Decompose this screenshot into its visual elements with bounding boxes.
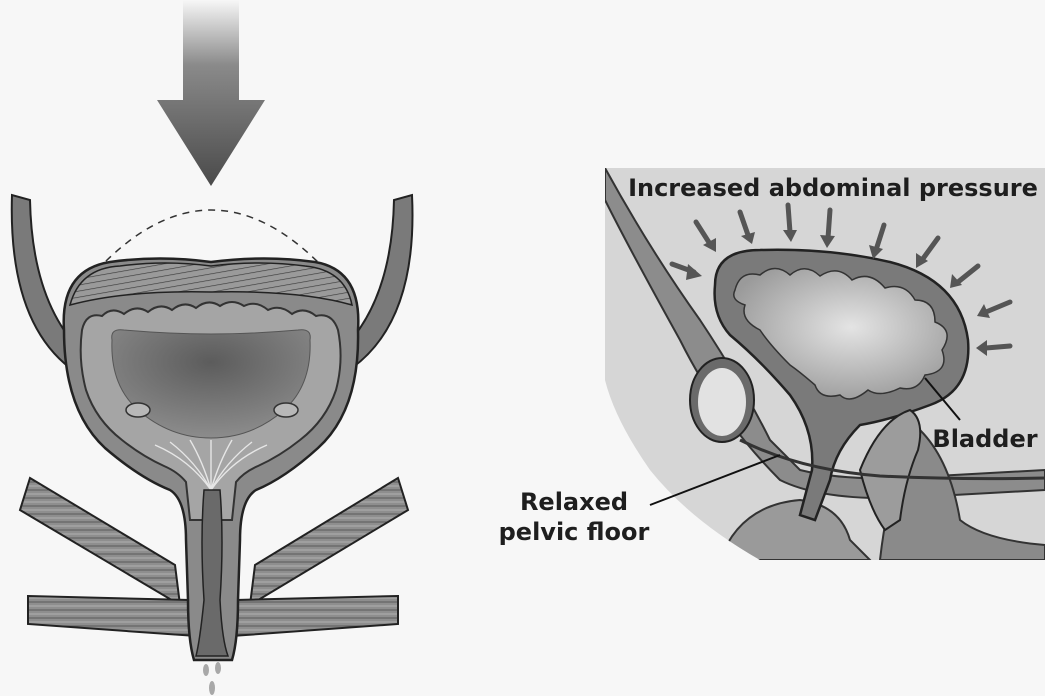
downward-pressure-arrow bbox=[157, 0, 265, 186]
right-ureteral-orifice bbox=[274, 403, 298, 417]
pubic-bone-inner bbox=[698, 368, 746, 436]
relaxed-label: Relaxed bbox=[520, 488, 628, 516]
left-upper-pelvic-muscle bbox=[20, 478, 180, 605]
bladder-label: Bladder bbox=[932, 425, 1037, 453]
right-upper-pelvic-muscle bbox=[250, 478, 408, 605]
pelvic-floor-label: pelvic floor bbox=[499, 518, 650, 546]
left-ureteral-orifice bbox=[126, 403, 150, 417]
sagittal-pelvis-diagram bbox=[600, 160, 1045, 570]
right-lower-pelvic-muscle bbox=[225, 596, 398, 636]
left-lower-pelvic-muscle bbox=[28, 596, 201, 636]
frontal-bladder-diagram bbox=[12, 0, 413, 695]
urine-drips bbox=[203, 662, 221, 695]
increased-abdominal-pressure-label: Increased abdominal pressure bbox=[628, 174, 1038, 202]
